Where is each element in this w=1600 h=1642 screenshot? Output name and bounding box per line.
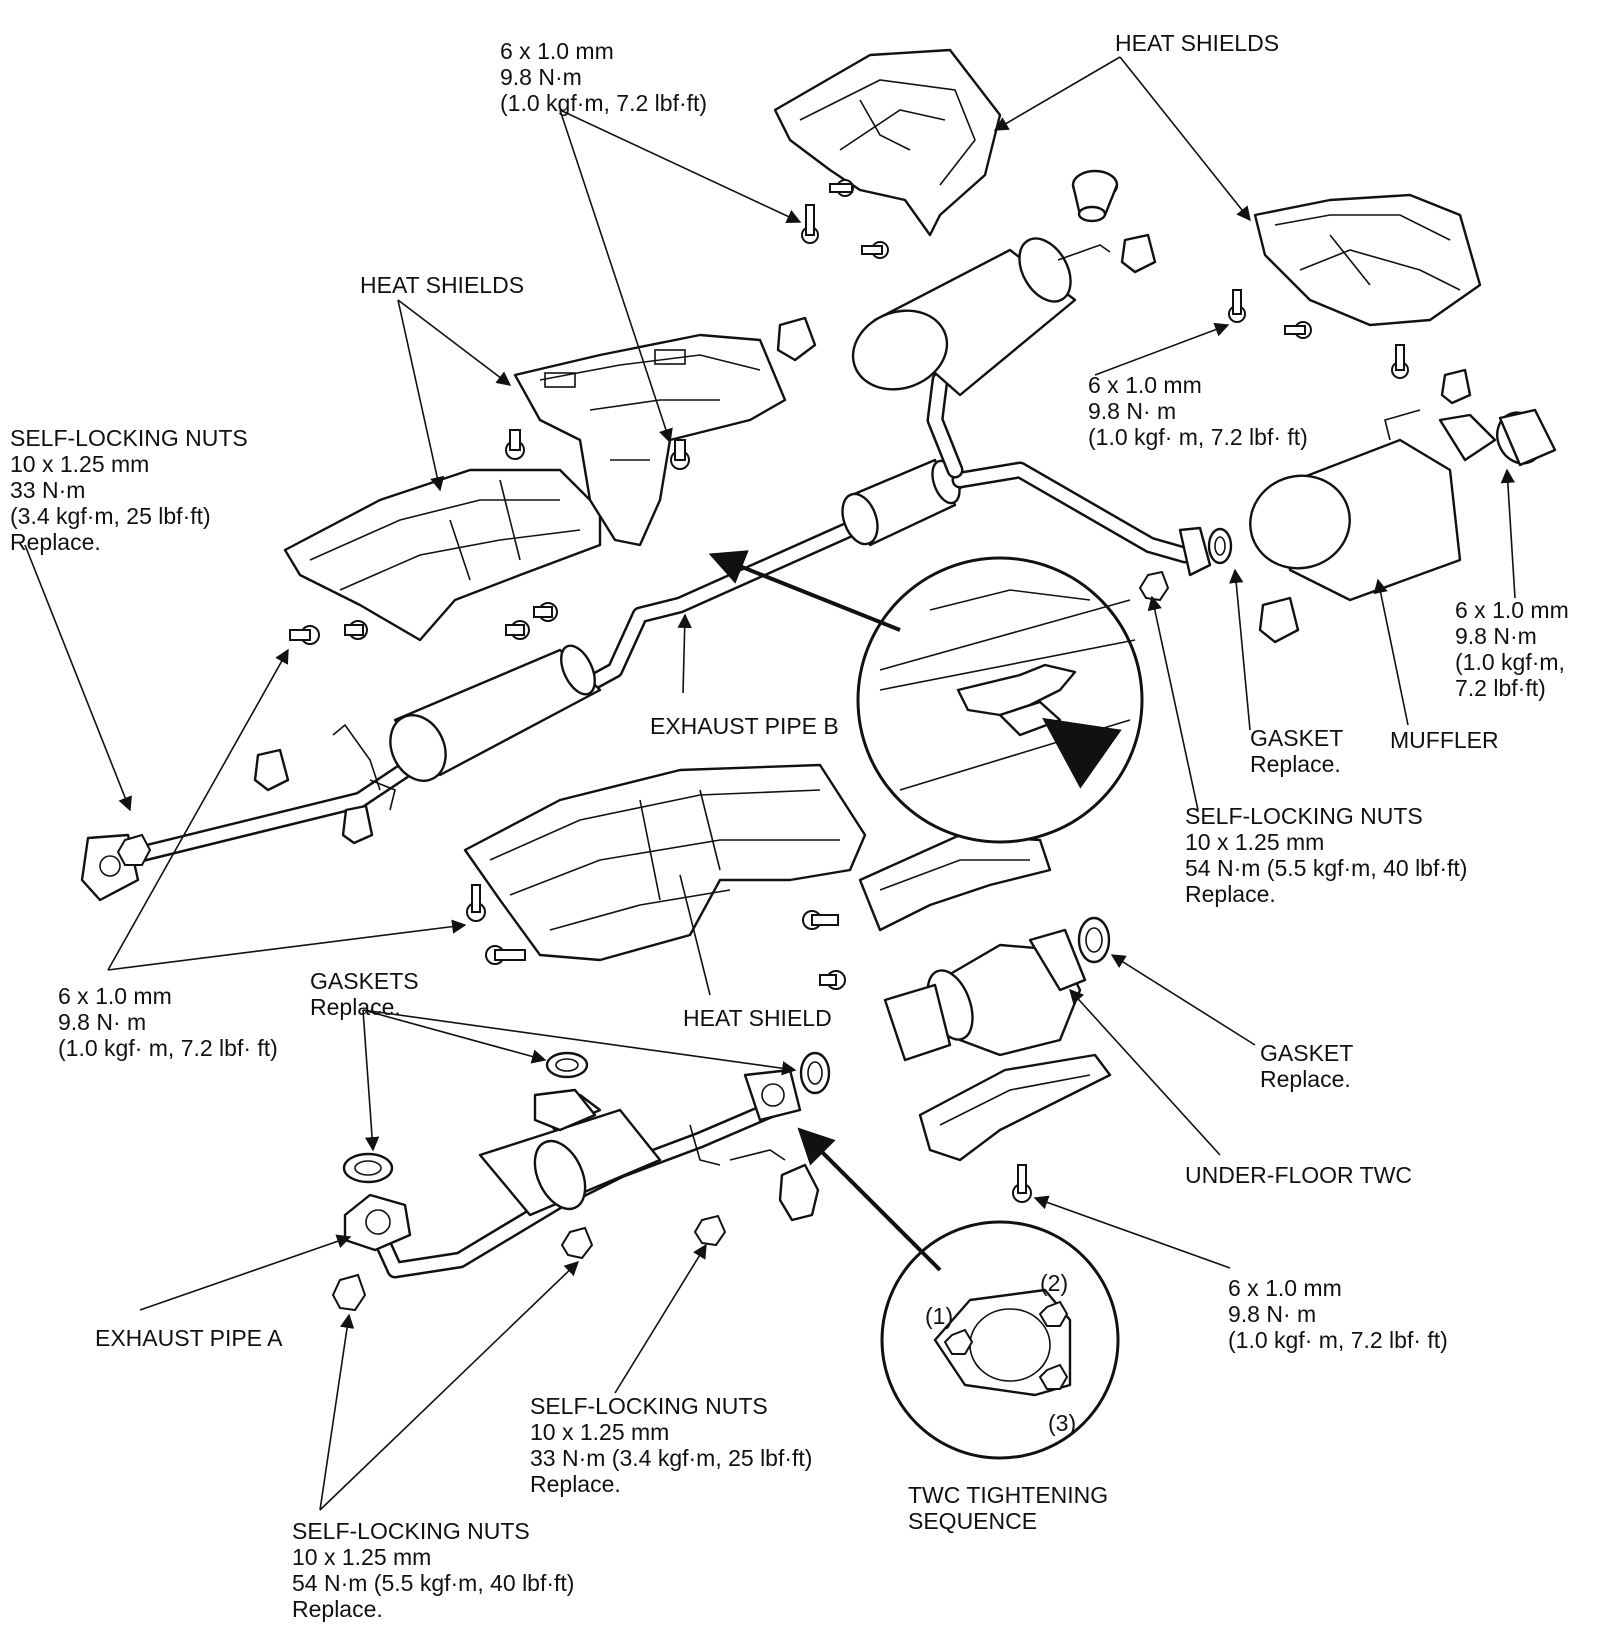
pipe-b-rear-resonator bbox=[841, 458, 961, 547]
muffler bbox=[1249, 408, 1557, 602]
label-far-right-bolt-spec: 6 x 1.0 mm 9.8 N·m (1.0 kgf·m, 7.2 lbf·f… bbox=[1455, 597, 1569, 701]
sequence-bolt-1 bbox=[943, 1328, 974, 1355]
pipe-b-resonator bbox=[389, 644, 602, 782]
label-seq-1: (1) bbox=[925, 1303, 954, 1329]
label-twc-tightening-sequence: TWC TIGHTENING SEQUENCE bbox=[908, 1482, 1109, 1534]
label-gasket-right: GASKET Replace. bbox=[1250, 725, 1344, 777]
heat-shield-middle bbox=[463, 763, 867, 962]
label-right-bolt-spec: 6 x 1.0 mm 9.8 N· m (1.0 kgf· m, 7.2 lbf… bbox=[1088, 372, 1308, 450]
hanger-clip-detail-circle bbox=[856, 556, 1144, 844]
sequence-bolt-3 bbox=[1038, 1363, 1069, 1390]
leader-lines bbox=[24, 56, 1516, 1511]
twc-upper-shield bbox=[858, 833, 1052, 932]
label-twc-bolt-spec: 6 x 1.0 mm 9.8 N· m (1.0 kgf· m, 7.2 lbf… bbox=[1228, 1275, 1448, 1353]
label-bottom-self-locking-nuts-33: SELF-LOCKING NUTS 10 x 1.25 mm 33 N·m (3… bbox=[530, 1393, 813, 1497]
heat-shield-left-small bbox=[513, 333, 787, 547]
exhaust-pipe-b bbox=[80, 458, 969, 902]
label-left-bolt-spec: 6 x 1.0 mm 9.8 N· m (1.0 kgf· m, 7.2 lbf… bbox=[58, 983, 278, 1061]
fasteners bbox=[116, 179, 1472, 1312]
pipe-a-front-flange bbox=[343, 1193, 412, 1252]
label-heat-shields-left: HEAT SHIELDS bbox=[360, 272, 525, 298]
label-heat-shield: HEAT SHIELD bbox=[683, 1005, 832, 1031]
label-seq-3: (3) bbox=[1048, 1410, 1077, 1436]
label-bottom-self-locking-nuts-54: SELF-LOCKING NUTS 10 x 1.25 mm 54 N·m (5… bbox=[292, 1518, 575, 1622]
label-gaskets: GASKETS Replace. bbox=[310, 968, 419, 1020]
heat-shield-top bbox=[773, 48, 1002, 237]
label-mid-self-locking-nuts: SELF-LOCKING NUTS 10 x 1.25 mm 54 N·m (5… bbox=[1185, 803, 1468, 907]
pipe-a-rear-flange bbox=[743, 1068, 802, 1122]
heat-shield-right bbox=[1253, 193, 1482, 327]
heat-shield-left-large bbox=[283, 468, 602, 642]
label-exhaust-pipe-a: EXHAUST PIPE A bbox=[95, 1325, 283, 1351]
under-floor-twc bbox=[858, 833, 1112, 1162]
label-exhaust-pipe-b: EXHAUST PIPE B bbox=[650, 713, 839, 739]
label-left-self-locking-nuts: SELF-LOCKING NUTS 10 x 1.25 mm 33 N·m (3… bbox=[10, 425, 248, 555]
rear-pipe-flange bbox=[1178, 526, 1212, 577]
label-top-bolt-spec: 6 x 1.0 mm 9.8 N·m (1.0 kgf·m, 7.2 lbf·f… bbox=[500, 38, 708, 116]
label-muffler: MUFFLER bbox=[1390, 727, 1499, 753]
sequence-bolt-2 bbox=[1038, 1300, 1069, 1327]
gaskets bbox=[342, 527, 1233, 1184]
label-seq-2: (2) bbox=[1040, 1270, 1069, 1296]
twc-lower-shield bbox=[918, 1053, 1112, 1162]
label-under-floor-twc: UNDER-FLOOR TWC bbox=[1185, 1162, 1413, 1188]
label-gasket-twc: GASKET Replace. bbox=[1260, 1040, 1354, 1092]
twc-tightening-sequence-circle bbox=[880, 1220, 1120, 1460]
center-silencer bbox=[851, 169, 1119, 397]
rear-pipe bbox=[926, 371, 1212, 577]
label-heat-shields-top: HEAT SHIELDS bbox=[1115, 30, 1280, 56]
